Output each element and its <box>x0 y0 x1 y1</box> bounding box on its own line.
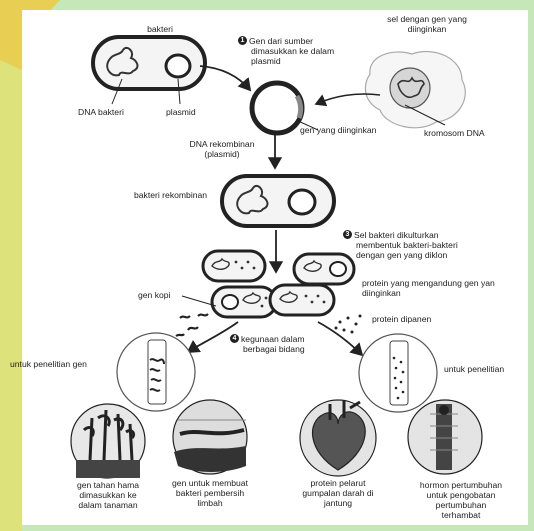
label-kromosom-dna: kromosom DNA <box>424 128 485 138</box>
gene-research-circle <box>117 333 195 411</box>
sel-gen-line2: diinginkan <box>408 24 447 34</box>
label-use2: gen untuk membuat bakteri pembersih limb… <box>160 478 260 508</box>
left-decor-strip <box>0 0 22 531</box>
use1-line1: gen tahan hama <box>77 480 139 490</box>
use3-line3: jantung <box>324 498 352 508</box>
step4-line1: kegunaan dalam <box>241 334 305 344</box>
step3-line3: dengan gen yang diklon <box>343 250 447 260</box>
step-number-4: 4 <box>230 334 239 343</box>
dna-rekombinan-line1: DNA rekombinan <box>190 139 255 149</box>
use-hormone-circle <box>408 400 482 474</box>
label-use3: protein pelarut gumpalan darah di jantun… <box>288 478 388 508</box>
step1-line2: dimasukkan ke dalam <box>238 46 334 56</box>
step3-line1: Sel bakteri dikulturkan <box>354 230 439 240</box>
sel-gen-line1: sel dengan gen yang <box>387 14 467 24</box>
use2-line2: bakteri pembersih <box>176 488 244 498</box>
use2-line1: gen untuk membuat <box>172 478 248 488</box>
label-bakteri-rekombinan: bakteri rekombinan <box>134 190 207 200</box>
cultured-bacterium-4 <box>270 285 334 315</box>
bacterium-recombinant <box>222 176 334 226</box>
label-gen-diinginkan: gen yang diinginkan <box>300 125 376 135</box>
use4-line3: pertumbuhan <box>436 500 487 510</box>
use-waste-circle <box>173 400 247 474</box>
step-number-1: 1 <box>238 36 247 45</box>
use3-line2: gumpalan darah di <box>302 488 373 498</box>
protein-line2: diinginkan <box>362 288 401 298</box>
label-use1: gen tahan hama dimasukkan ke dalam tanam… <box>58 480 158 510</box>
label-gen-kopi: gen kopi <box>138 290 171 300</box>
protein-research-circle <box>359 334 437 412</box>
label-bakteri: bakteri <box>130 24 190 34</box>
use4-line4: terhambat <box>442 510 481 520</box>
label-use4: hormon pertumbuhan untuk pengobatan pert… <box>406 480 516 520</box>
step1-line1: Gen dari sumber <box>249 36 313 46</box>
use1-line3: dalam tanaman <box>78 500 137 510</box>
use3-line1: protein pelarut <box>311 478 366 488</box>
use-plants-circle <box>71 404 145 478</box>
dna-rekombinan-line2: (plasmid) <box>204 149 239 159</box>
label-penelitian-gen: untuk penelitian gen <box>10 359 87 369</box>
label-sel-gen: sel dengan gen yang diinginkan <box>372 14 482 34</box>
use4-line2: untuk pengobatan <box>427 490 496 500</box>
cultured-bacterium-3 <box>212 287 276 317</box>
step1-line3: plasmid <box>238 56 281 66</box>
label-penelitian: untuk penelitian <box>444 364 504 374</box>
label-dna-bakteri: DNA bakteri <box>78 107 124 117</box>
use2-line3: limbah <box>197 498 222 508</box>
bacterium-top <box>93 37 205 89</box>
use1-line2: dimasukkan ke <box>79 490 136 500</box>
step-number-3: 3 <box>343 230 352 239</box>
step4-line2: berbagai bidang <box>230 344 305 354</box>
label-protein: protein yang mengandung gen yan diingink… <box>362 278 495 298</box>
cultured-bacterium-1 <box>203 251 265 281</box>
label-plasmid: plasmid <box>166 107 196 117</box>
step3-line2: membentuk bakteri-bakteri <box>343 240 458 250</box>
protein-line1: protein yang mengandung gen yan <box>362 278 495 288</box>
label-protein-dipanen: protein dipanen <box>372 314 431 324</box>
recombinant-plasmid <box>252 83 302 133</box>
use-heart-circle <box>300 400 376 476</box>
use4-line1: hormon pertumbuhan <box>420 480 502 490</box>
label-dna-rekombinan: DNA rekombinan (plasmid) <box>182 139 262 159</box>
